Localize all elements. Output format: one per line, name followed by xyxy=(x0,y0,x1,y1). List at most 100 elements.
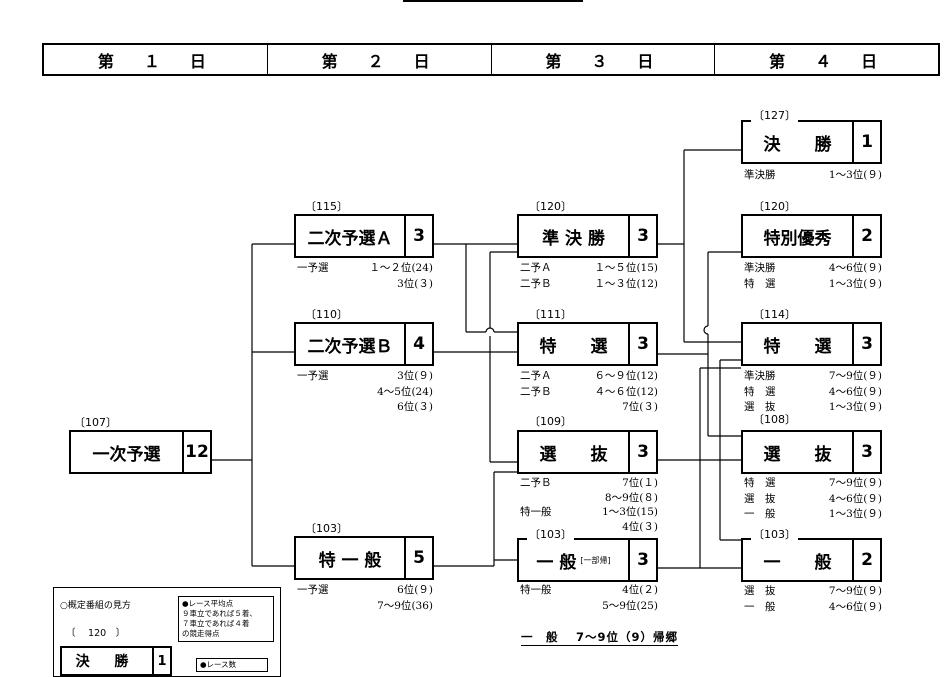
race-115-second-qualifier-a: 二次予選Ａ 3 xyxy=(294,214,434,258)
qual-row: 3位(３) xyxy=(397,277,433,290)
legend-race-count-note: ●レース数 xyxy=(196,658,268,672)
qual-row: 4～5位(24) xyxy=(377,385,433,398)
race-count: 3 xyxy=(628,216,656,256)
race-name: 特 一 般 xyxy=(318,550,382,571)
race-name: 選 抜 xyxy=(763,444,832,465)
race-name: 一 般 xyxy=(763,552,832,573)
race-code: 〔120〕 xyxy=(527,200,574,213)
qual-row: 6位(３) xyxy=(397,401,433,413)
race-code: 〔108〕 xyxy=(751,413,798,426)
qual-row: 4位(３) xyxy=(622,520,658,533)
race-name: 準 決 勝 xyxy=(542,228,605,249)
race-count: 3 xyxy=(852,324,880,364)
race-count: 2 xyxy=(852,540,880,580)
race-108-selection: 選 抜 3 xyxy=(741,430,882,474)
race-count: 1 xyxy=(852,122,880,162)
day-3-header: 第 ３ 日 xyxy=(492,45,716,74)
race-127-final: 決 勝 1 xyxy=(741,120,882,164)
race-count: 3 xyxy=(852,432,880,472)
race-code: 〔111〕 xyxy=(527,308,574,321)
qual-row: 7～9位(36) xyxy=(377,599,433,612)
legend-race-box: 決 勝 1 xyxy=(60,646,172,676)
race-count: 4 xyxy=(404,324,432,364)
race-subnote: [一部帰] xyxy=(580,555,611,565)
race-103-general-day3: 一 般[一部帰] 3 xyxy=(517,538,658,582)
race-107-first-qualifier: 一次予選 12 xyxy=(69,430,212,474)
race-103-general-day4: 一 般 2 xyxy=(741,538,882,582)
qual-row: 7位(３) xyxy=(622,401,658,413)
race-code: 〔120〕 xyxy=(751,200,798,213)
race-name: 二次予選Ｂ xyxy=(307,336,393,357)
race-name: 決 勝 xyxy=(763,134,832,155)
race-code: 〔107〕 xyxy=(72,416,119,429)
race-103-special-general: 特 一 般 5 xyxy=(294,536,434,580)
race-114-special-selection: 特 選 3 xyxy=(741,322,882,366)
race-code: 〔110〕 xyxy=(303,308,350,321)
race-code: 〔103〕 xyxy=(751,528,798,541)
race-count: 12 xyxy=(182,432,210,472)
race-109-selection: 選 抜 3 xyxy=(517,430,658,474)
race-count: 3 xyxy=(628,540,656,580)
race-code: 〔103〕 xyxy=(527,528,574,541)
legend-race-count: 1 xyxy=(152,648,170,674)
day-2-header: 第 ２ 日 xyxy=(268,45,492,74)
race-code: 〔114〕 xyxy=(751,308,798,321)
race-code: 〔103〕 xyxy=(303,522,350,535)
day-4-header: 第 ４ 日 xyxy=(769,51,885,71)
race-name: 一次予選 xyxy=(92,444,161,465)
legend-panel: ○概定番組の見方 ●レース平均点 ９車立であれば５着、 ７車立であれば４着 の競… xyxy=(53,587,281,677)
day-header: 第 １ 日 第 ２ 日 第 ３ 日 第 ４ 日 xyxy=(42,43,940,76)
race-name: 特 選 xyxy=(539,336,608,357)
title-underline xyxy=(403,0,583,2)
day-1-header: 第 １ 日 xyxy=(44,45,268,74)
race-code: 〔115〕 xyxy=(303,200,350,213)
legend-average-note: ●レース平均点 ９車立であれば５着、 ７車立であれば４着 の競走得点 xyxy=(178,596,274,642)
race-name: 一 般[一部帰] xyxy=(536,552,611,573)
race-111-special-selection: 特 選 3 xyxy=(517,322,658,366)
race-name: 特別優秀 xyxy=(763,228,832,249)
race-name: 特 選 xyxy=(763,336,832,357)
race-count: 3 xyxy=(404,216,432,256)
race-name: 選 抜 xyxy=(539,444,608,465)
qual-row: 5～9位(25) xyxy=(602,599,658,612)
race-name: 二次予選Ａ xyxy=(307,228,393,249)
race-count: 5 xyxy=(404,538,432,578)
race-code: 〔127〕 xyxy=(751,109,798,122)
race-count: 3 xyxy=(628,432,656,472)
legend-title: ○概定番組の見方 xyxy=(60,601,131,611)
legend-race-code: 〔 120 〕 xyxy=(66,628,126,639)
race-code: 〔109〕 xyxy=(527,415,574,428)
